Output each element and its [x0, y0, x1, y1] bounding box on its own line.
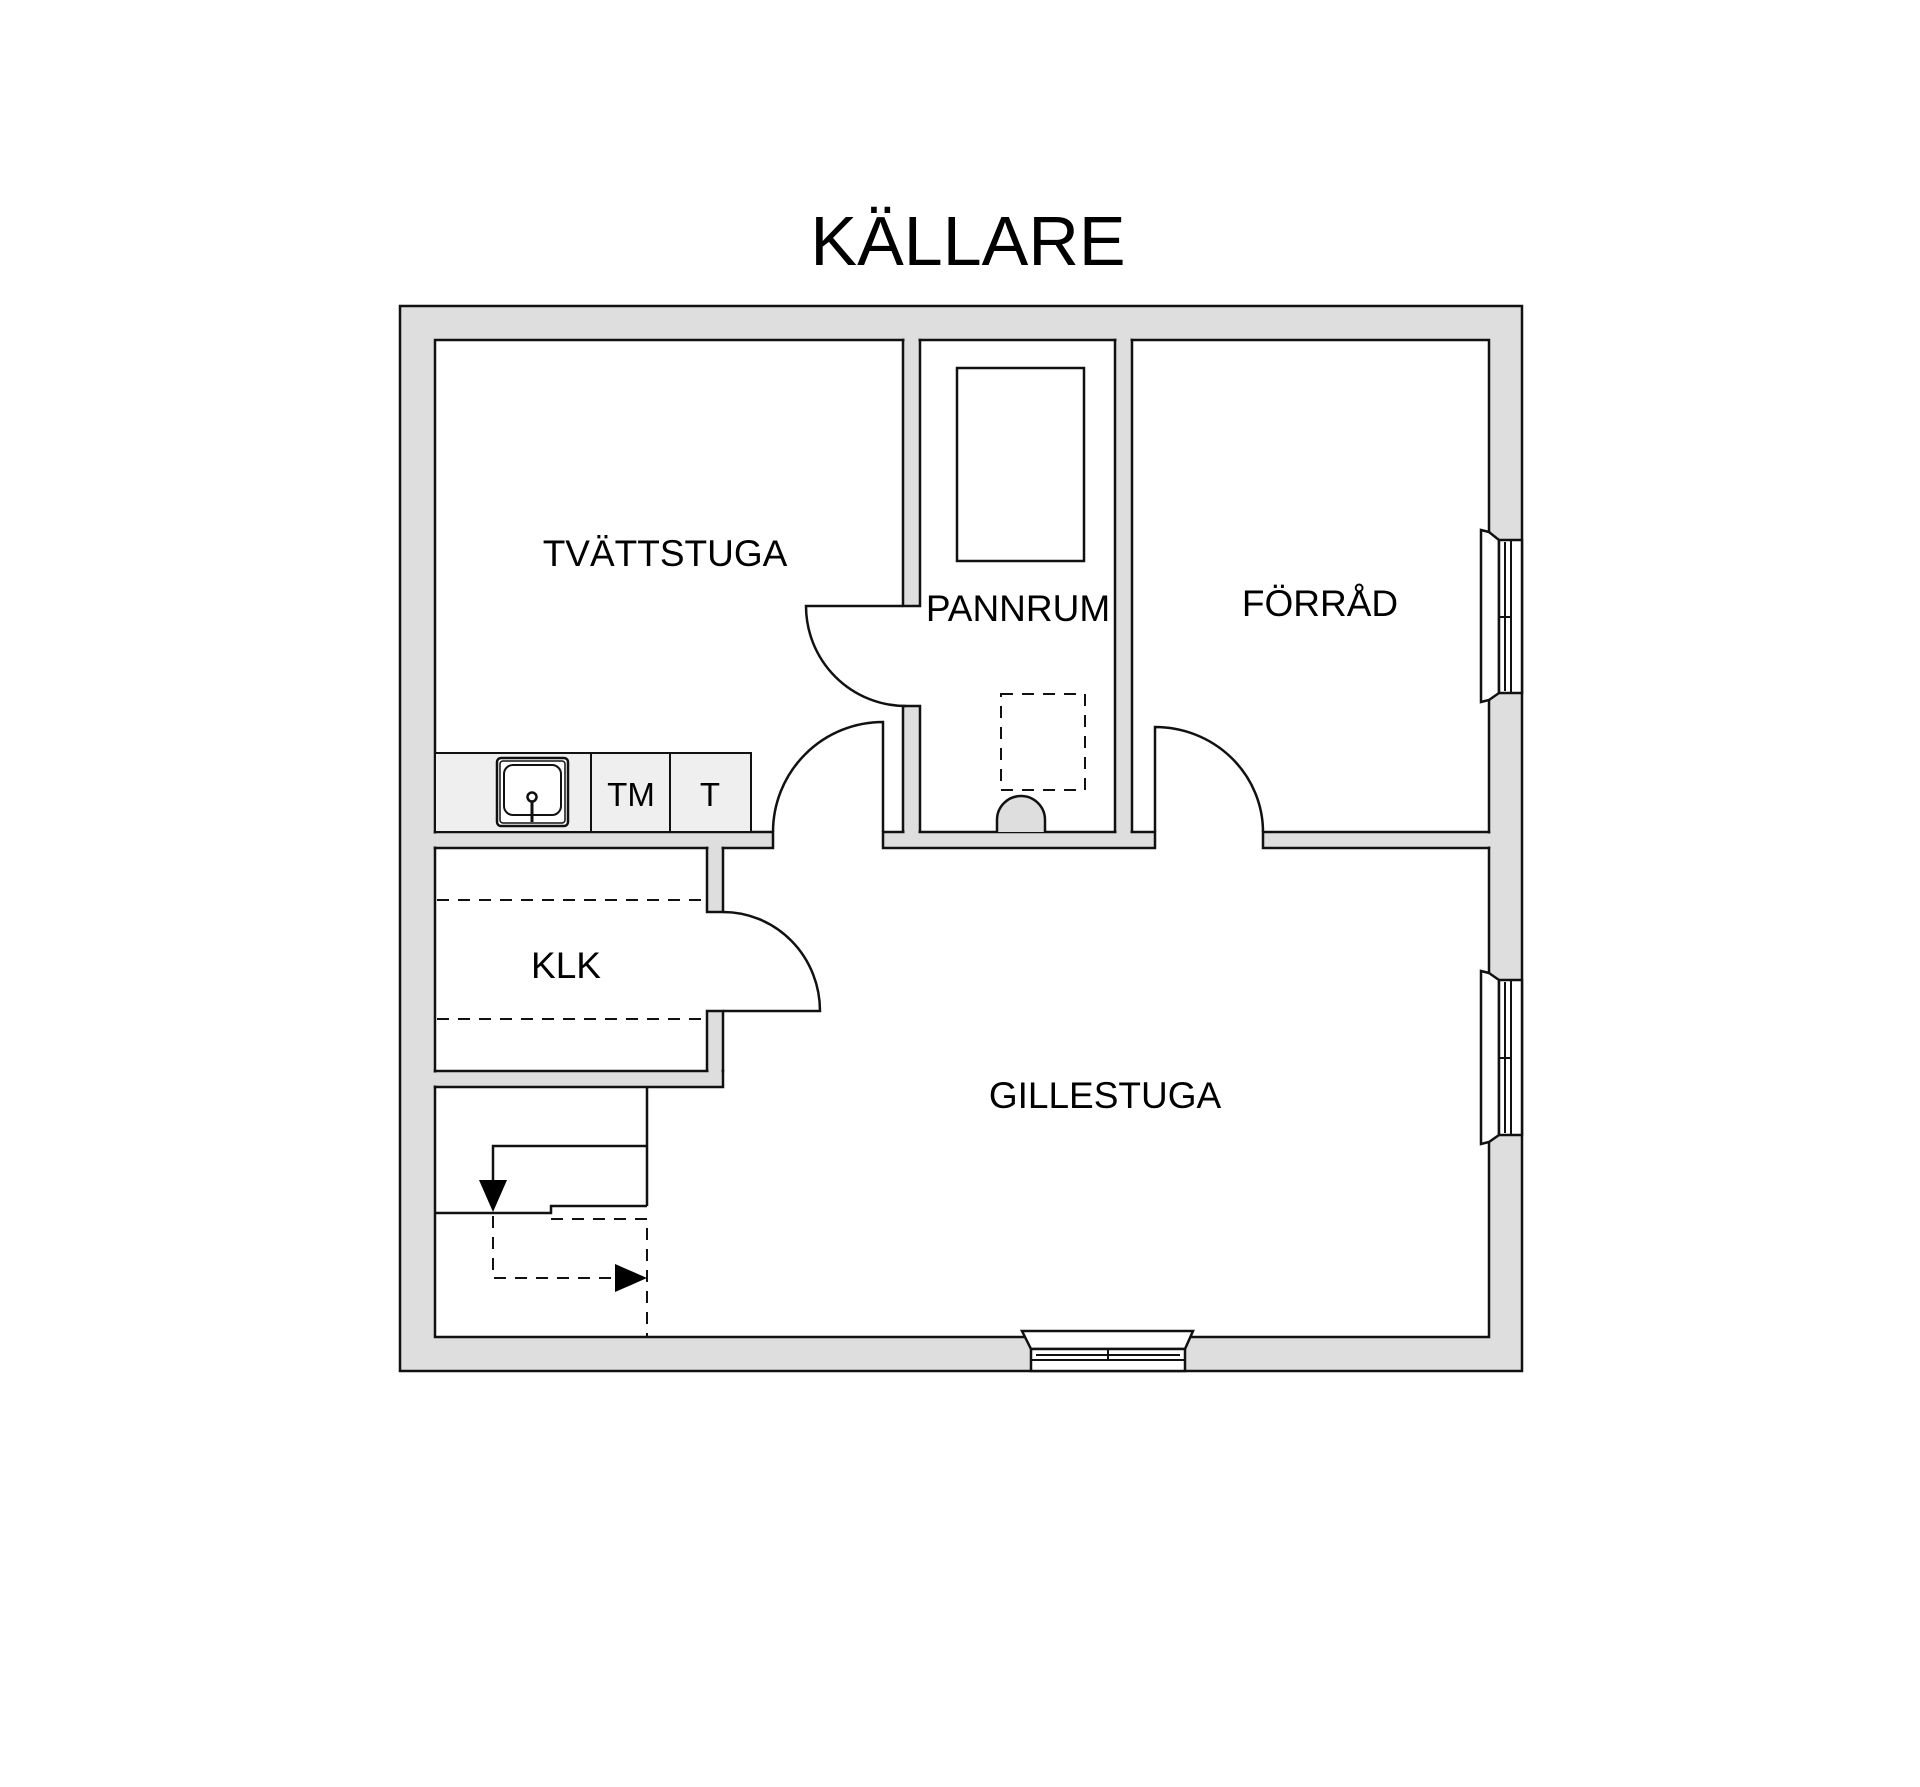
laundry-counter: TM T	[434, 752, 752, 833]
door-tvattstuga-pannrum[interactable]	[804, 604, 907, 708]
room-label-pannrum: PANNRUM	[926, 588, 1110, 629]
boiler	[955, 366, 1086, 563]
dryer-label: T	[700, 776, 720, 813]
door-forrad-gillestuga[interactable]	[1153, 725, 1265, 833]
window-gillestuga-right	[1479, 969, 1524, 1146]
room-label-forrad: FÖRRÅD	[1242, 583, 1398, 624]
chimney	[995, 794, 1047, 832]
washing-machine-label: TM	[607, 776, 655, 813]
stair-arrow-right-icon	[615, 1264, 647, 1292]
staircase	[435, 1087, 649, 1337]
room-label-gillestuga: GILLESTUGA	[989, 1075, 1222, 1116]
window-forrad	[1479, 528, 1524, 704]
room-label-tvattstuga: TVÄTTSTUGA	[543, 533, 788, 574]
door-tvattstuga-gillestuga[interactable]	[771, 720, 885, 833]
wall-joins	[427, 330, 1497, 1086]
stair-arrow-down-icon	[479, 1180, 507, 1212]
outer-walls	[398, 304, 1524, 1373]
pannrum-dashed-area	[1000, 693, 1086, 791]
window-gillestuga-bottom	[1019, 1329, 1195, 1373]
sink-icon	[495, 756, 570, 828]
room-label-klk: KLK	[531, 945, 601, 986]
door-klk-gillestuga[interactable]	[722, 910, 822, 1013]
plan-title: KÄLLARE	[810, 202, 1125, 280]
